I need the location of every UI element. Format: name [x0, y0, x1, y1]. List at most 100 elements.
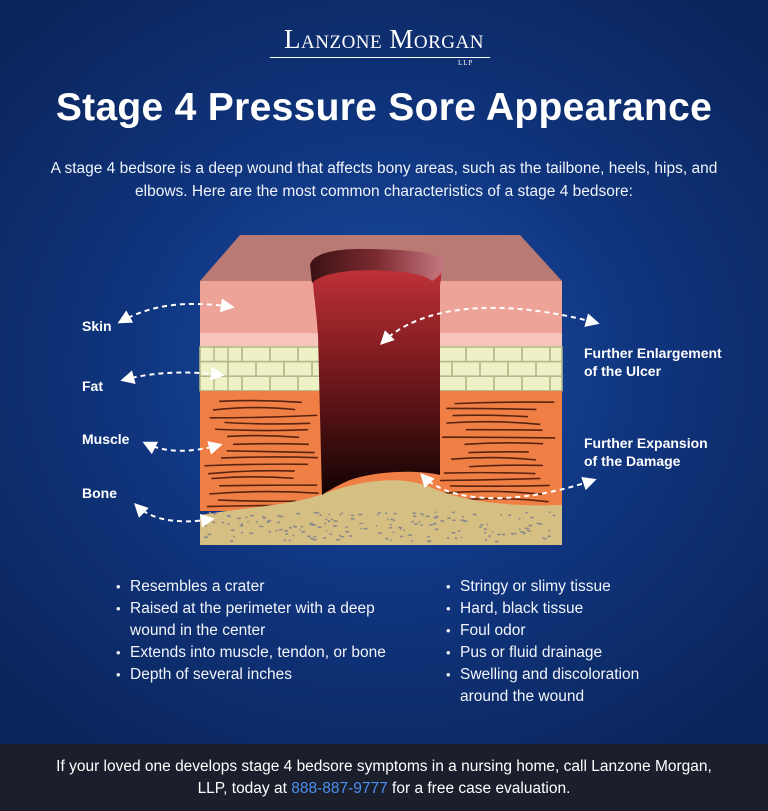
label-bone: Bone: [82, 485, 117, 501]
muscle-fiber: [220, 456, 319, 459]
bone-speckle: [359, 522, 362, 525]
bone-speckle: [278, 528, 283, 531]
bone-speckle: [221, 521, 225, 524]
bone-speckle: [236, 517, 242, 520]
footer-text: If your loved one develops stage 4 bedso…: [40, 756, 728, 800]
bone-speckle: [487, 535, 492, 537]
muscle-fiber: [214, 428, 309, 432]
muscle-fiber: [451, 456, 537, 461]
bone-speckle: [288, 539, 291, 542]
bone-speckle: [398, 526, 403, 529]
list-item: Resembles a crater: [116, 576, 401, 598]
bone-speckle: [524, 527, 530, 530]
muscle-fiber: [446, 420, 541, 426]
bone-speckle: [358, 513, 363, 516]
bone-speckle: [249, 532, 254, 535]
bone-speckle: [212, 512, 217, 515]
bone-speckle: [361, 522, 364, 525]
bone-speckle: [325, 530, 328, 532]
bone-speckle: [328, 513, 331, 516]
bone-speckle: [434, 528, 439, 531]
bone-speckle: [338, 534, 342, 537]
bone-speckle: [261, 525, 264, 528]
bone-speckle: [323, 537, 327, 539]
bone-speckle: [229, 540, 234, 543]
bone-speckle: [427, 540, 432, 542]
bone-speckle: [377, 512, 381, 514]
bone-speckle: [207, 533, 212, 536]
bone-speckle: [313, 535, 317, 538]
bone-speckle: [312, 538, 318, 541]
bone-speckle: [247, 520, 249, 523]
bone-speckle: [330, 518, 333, 521]
bone-speckle: [300, 531, 306, 533]
bone-speckle: [446, 537, 450, 539]
bone-speckle: [208, 511, 212, 514]
bone-speckle: [399, 528, 402, 530]
bone-speckle: [233, 535, 236, 538]
bone-speckle: [240, 523, 244, 525]
muscle-fiber: [209, 490, 319, 495]
bone-speckle: [276, 521, 281, 524]
bone-speckle: [384, 537, 389, 540]
muscle-fiber: [468, 464, 544, 468]
list-item: Stringy or slimy tissue: [446, 576, 691, 598]
bone-speckle: [518, 528, 521, 530]
bone-speckle: [262, 516, 266, 519]
bone-speckle: [387, 518, 389, 521]
wound-crater: [312, 257, 442, 495]
characteristics-list-left: Resembles a crater Raised at the perimet…: [116, 576, 401, 686]
label-muscle: Muscle: [82, 431, 130, 447]
bone-speckle: [212, 521, 216, 524]
bone-speckle: [393, 512, 397, 515]
bone-speckle: [434, 511, 437, 514]
muscle-fiber: [452, 414, 529, 418]
bone-speckle: [427, 536, 431, 538]
footer-text-after: for a free case evaluation.: [387, 780, 571, 797]
label-further-expansion-line2: of the Damage: [584, 453, 681, 469]
bone-speckle: [266, 519, 272, 522]
bone-speckle: [344, 530, 350, 533]
bone-speckle: [460, 519, 465, 522]
list-item: Extends into muscle, tendon, or bone: [116, 642, 401, 664]
label-further-enlargement-line1: Further Enlargement: [584, 345, 722, 361]
bone-speckle: [283, 529, 289, 532]
phone-link[interactable]: 888-887-9777: [291, 780, 388, 797]
bone-speckle: [292, 534, 295, 537]
bone-speckle: [410, 540, 414, 542]
bone-speckle: [510, 532, 515, 535]
bone-speckle: [525, 511, 528, 514]
bone-speckle: [486, 523, 489, 526]
bone-speckle: [491, 531, 494, 533]
muscle-fiber: [224, 421, 311, 425]
bone-speckle: [389, 523, 392, 526]
bone-speckle: [333, 520, 338, 522]
bone-speckle: [319, 514, 322, 516]
bone-speckle: [240, 531, 243, 534]
bone-speckle: [340, 535, 345, 538]
bone-speckle: [266, 521, 270, 524]
bone-speckle: [400, 535, 404, 538]
bone-speckle: [403, 529, 406, 532]
bone-speckle: [484, 539, 488, 541]
muscle-fiber: [441, 436, 556, 439]
bone-speckle: [332, 525, 338, 527]
bone-speckle: [278, 515, 284, 518]
bone-speckle: [239, 524, 244, 527]
bone-speckle: [413, 523, 418, 525]
bone-speckle: [518, 518, 521, 520]
bone-speckle: [350, 514, 355, 517]
bone-speckle: [483, 528, 487, 531]
muscle-fiber: [219, 484, 318, 487]
skin-arrow: [117, 298, 235, 324]
bone-speckle: [522, 531, 526, 534]
bone-speckle: [528, 524, 533, 527]
bone-speckle: [203, 524, 207, 527]
list-item: Foul odor: [446, 620, 691, 642]
bone-speckle: [543, 537, 547, 540]
muscle-fiber: [226, 434, 300, 439]
bone-speckle: [420, 524, 424, 526]
bone-speckle: [519, 531, 524, 533]
bone-speckle: [363, 527, 368, 530]
fat-arrow: [120, 366, 225, 384]
